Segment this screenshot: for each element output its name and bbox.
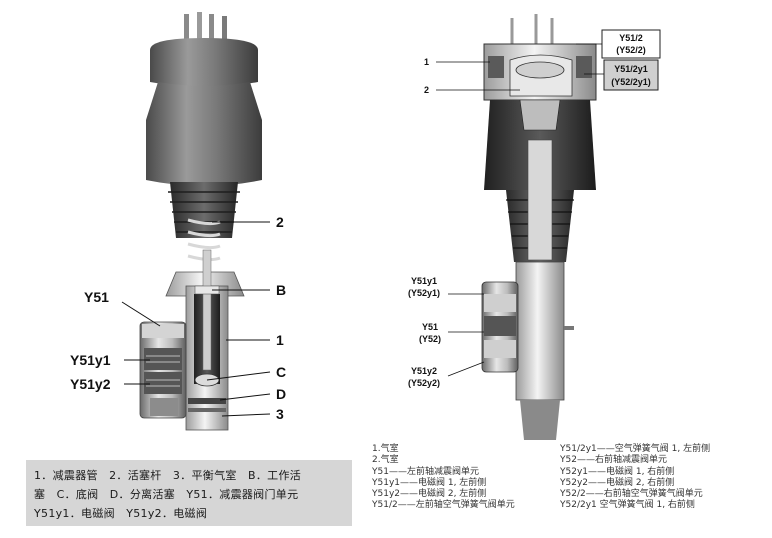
left-caption: 1．减震器管 2．活塞杆 3．平衡气室 B．工作活 塞 C．底阀 D．分离活塞 … (26, 460, 352, 526)
caption-line-2: 塞 C．底阀 D．分离活塞 Y51．减震器阀门单元 (34, 488, 299, 501)
legend-item: Y52y1——电磁阀 1, 右前侧 (560, 466, 675, 477)
legend-item: Y51/2——左前轴空气弹簧气阀单元 (372, 500, 515, 511)
legend-item: Y52y2——电磁阀 2, 右前侧 (560, 477, 675, 488)
label-d: D (276, 386, 286, 402)
right-label-boxes (601, 29, 661, 91)
right-box-y51-2y1-line2: (Y52/2y1) (611, 77, 651, 87)
legend-item: Y51/2y1——空气弹簧气阀 1, 左前侧 (560, 444, 711, 454)
legend-item: Y51y1——电磁阀 1, 左前侧 (372, 477, 487, 488)
legend-item: 1.气室 (372, 444, 399, 454)
legend-right-column: Y51/2y1——空气弹簧气阀 1, 左前侧 Y52——右前轴减震阀单元 Y52… (560, 444, 710, 512)
label-c: C (276, 364, 286, 380)
right-strut-cutaway (481, 14, 597, 440)
right-label-y51y2-line2: (Y52y2) (408, 378, 440, 388)
right-box-y51-2-line2: (Y52/2) (616, 45, 646, 55)
right-box-y51-2-line1: Y51/2 (619, 33, 643, 43)
legend-item: Y52/2y1 空气弹簧气阀 1, 右前侧 (560, 500, 695, 511)
label-y51y1: Y51y1 (70, 352, 111, 368)
label-b: B (276, 282, 286, 298)
legend-item: 2.气室 (372, 455, 399, 466)
left-strut-illustration (139, 12, 262, 431)
right-label-y51y1-line2: (Y52y1) (408, 288, 440, 298)
caption-line-1: 1．减震器管 2．活塞杆 3．平衡气室 B．工作活 (34, 469, 302, 482)
legend-item: Y51——左前轴减震阀单元 (372, 466, 479, 477)
label-y51: Y51 (84, 289, 109, 305)
legend-item: Y52/2——右前轴空气弹簧气阀单元 (560, 489, 703, 500)
right-label-y51y2-line1: Y51y2 (411, 366, 437, 376)
right-leader-lines (436, 43, 604, 377)
label-1: 1 (276, 332, 284, 348)
legend-item: Y52——右前轴减震阀单元 (560, 455, 667, 466)
legend-left-column: 1.气室 2.气室 Y51——左前轴减震阀单元 Y51y1——电磁阀 1, 左前… (372, 444, 515, 512)
right-label-y51y1-line1: Y51y1 (411, 276, 437, 286)
label-3: 3 (276, 406, 284, 422)
caption-line-3: Y51y1．电磁阀 Y51y2．电磁阀 (34, 507, 208, 520)
left-leader-lines (121, 221, 271, 417)
label-y51y2: Y51y2 (70, 376, 111, 392)
right-label-y51-line1: Y51 (422, 322, 438, 332)
right-label-2: 2 (424, 85, 429, 95)
right-box-y51-2y1-line1: Y51/2y1 (614, 64, 648, 74)
legend-item: Y51y2——电磁阀 2, 左前侧 (372, 489, 487, 500)
right-label-y51-line2: (Y52) (419, 334, 441, 344)
right-label-1: 1 (424, 57, 429, 67)
label-2: 2 (276, 214, 284, 230)
